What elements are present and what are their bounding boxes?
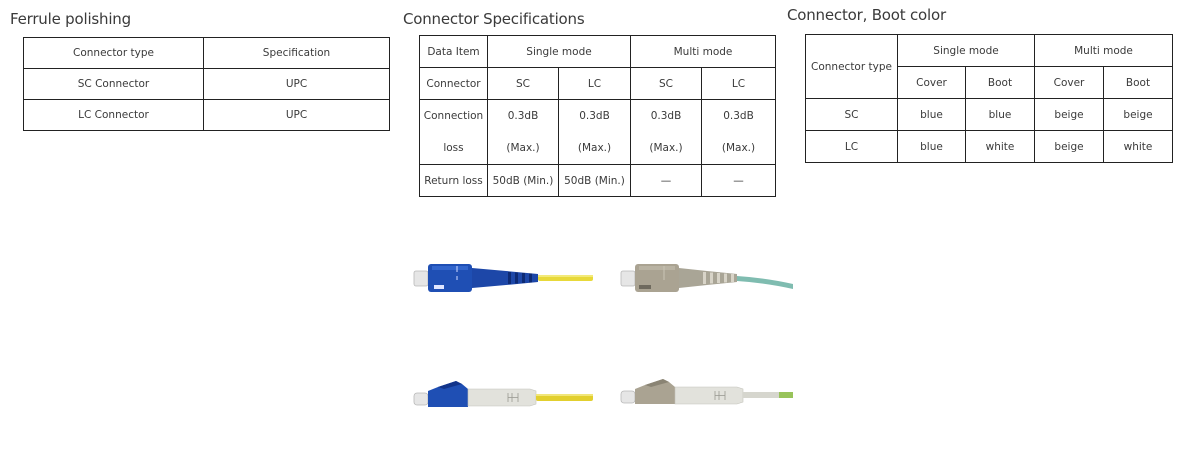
row-label-return-loss: Return loss bbox=[419, 164, 488, 197]
connector-specifications-title: Connector Specifications bbox=[403, 10, 585, 28]
lc-singlemode-connector-icon bbox=[413, 381, 593, 407]
row-type: SC bbox=[805, 98, 898, 131]
row-type: LC bbox=[805, 130, 898, 163]
table-row: SC blue blue beige beige bbox=[805, 98, 1173, 131]
table-row: SC Connector UPC bbox=[23, 68, 390, 100]
cell-spec: UPC bbox=[203, 99, 390, 131]
table-row: Return loss 50dB (Min.) 50dB (Min.) — — bbox=[419, 164, 776, 197]
header-multi-mode: Multi mode bbox=[630, 35, 776, 68]
sc-multimode-connector-icon bbox=[620, 264, 793, 292]
value-line: (Max.) bbox=[649, 142, 683, 154]
cell-connector: SC Connector bbox=[23, 68, 204, 100]
header-multi-mode: Multi mode bbox=[1034, 34, 1173, 67]
value-line: (Max.) bbox=[721, 142, 756, 154]
subheader-sm-cover: Cover bbox=[897, 66, 966, 99]
cell-mm-lc: LC bbox=[701, 67, 776, 100]
cell-sm-boot: white bbox=[965, 130, 1035, 163]
connector-boot-color-title: Connector, Boot color bbox=[787, 6, 946, 24]
header-data-item: Data Item bbox=[419, 35, 488, 68]
cell-sm-sc-loss: 0.3dB (Max.) bbox=[487, 99, 559, 165]
cell-connector: LC Connector bbox=[23, 99, 204, 131]
cell-sm-sc-return: 50dB (Min.) bbox=[487, 164, 559, 197]
cell-mm-cover: beige bbox=[1034, 98, 1104, 131]
table-header-row: Connector type Single mode Multi mode bbox=[805, 34, 1173, 99]
cell-sm-lc: LC bbox=[558, 67, 631, 100]
lc-multimode-connector-icon bbox=[620, 379, 793, 405]
cell-sm-lc-return: 50dB (Min.) bbox=[558, 164, 631, 197]
label-line: Connection bbox=[423, 110, 484, 122]
value-line: 0.3dB bbox=[650, 110, 682, 122]
value-line: 0.3dB bbox=[723, 110, 754, 122]
cell-sm-cover: blue bbox=[897, 130, 966, 163]
ferrule-polishing-title: Ferrule polishing bbox=[10, 10, 131, 28]
cell-sm-cover: blue bbox=[897, 98, 966, 131]
cell-mm-boot: white bbox=[1103, 130, 1173, 163]
subheader-sm-boot: Boot bbox=[965, 66, 1035, 99]
cell-sm-lc-loss: 0.3dB (Max.) bbox=[558, 99, 631, 165]
cell-mm-lc-loss: 0.3dB (Max.) bbox=[701, 99, 776, 165]
cell-spec: UPC bbox=[203, 68, 390, 100]
cell-mm-cover: beige bbox=[1034, 130, 1104, 163]
row-label-connection-loss: Connection loss bbox=[419, 99, 488, 165]
ferrule-polishing-table: Connector type Specification SC Connecto… bbox=[23, 37, 390, 131]
connector-boot-color-table: Connector type Single mode Multi mode Co… bbox=[805, 34, 1173, 163]
value-line: 0.3dB bbox=[579, 110, 610, 122]
header-single-mode: Single mode bbox=[487, 35, 631, 68]
header-connector-type: Connector type bbox=[805, 34, 898, 99]
table-row: Connector SC LC SC LC bbox=[419, 67, 776, 100]
value-line: (Max.) bbox=[577, 142, 612, 154]
subheader-mm-cover: Cover bbox=[1034, 66, 1104, 99]
table-row: LC blue white beige white bbox=[805, 130, 1173, 163]
cell-mm-sc: SC bbox=[630, 67, 702, 100]
header-connector-type: Connector type bbox=[23, 37, 204, 69]
table-row: LC Connector UPC bbox=[23, 99, 390, 131]
cell-sm-boot: blue bbox=[965, 98, 1035, 131]
table-header-row: Data Item Single mode Multi mode bbox=[419, 35, 776, 68]
header-single-mode: Single mode bbox=[897, 34, 1035, 67]
sc-singlemode-connector-icon bbox=[413, 264, 593, 292]
table-row: Connection loss 0.3dB (Max.) 0.3dB (Max.… bbox=[419, 99, 776, 165]
subheader-mm-boot: Boot bbox=[1103, 66, 1173, 99]
cell-mm-lc-return: — bbox=[701, 164, 776, 197]
cell-mm-sc-loss: 0.3dB (Max.) bbox=[630, 99, 702, 165]
row-label-connector: Connector bbox=[419, 67, 488, 100]
header-specification: Specification bbox=[203, 37, 390, 69]
table-header-row: Connector type Specification bbox=[23, 37, 390, 69]
connector-specifications-table: Data Item Single mode Multi mode Connect… bbox=[419, 35, 776, 197]
table-subheader-row: Cover Boot Cover Boot bbox=[806, 66, 1173, 99]
label-line: loss bbox=[443, 142, 464, 154]
cell-mm-boot: beige bbox=[1103, 98, 1173, 131]
value-line: 0.3dB bbox=[507, 110, 539, 122]
cell-sm-sc: SC bbox=[487, 67, 559, 100]
value-line: (Max.) bbox=[506, 142, 540, 154]
cell-mm-sc-return: — bbox=[630, 164, 702, 197]
